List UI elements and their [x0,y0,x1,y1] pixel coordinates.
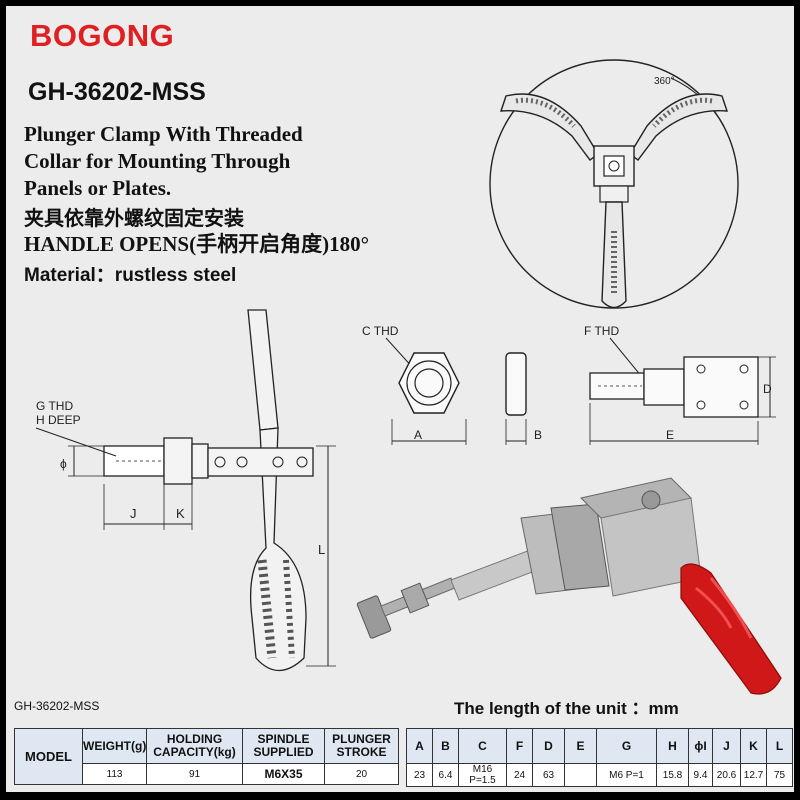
dim-d-label: D [763,382,772,396]
header-cell: C [458,728,507,764]
value-cell: 20 [324,763,399,785]
table-header-row: A B C F D E G H ϕI J K L [406,728,793,764]
value-cell: 91 [146,763,243,785]
value-cell: M16 P=1.5 [458,763,507,787]
table-header-row: MODEL WEIGHT(g) HOLDING CAPACITY(kg) SPI… [14,728,399,785]
header-cell: WEIGHT(g) [82,728,147,764]
value-cell: 75 [766,763,793,787]
header-cell: E [564,728,597,764]
value-cell [564,763,597,787]
value-cell: 20.6 [712,763,741,787]
header-cell: J [712,728,741,764]
header-cell: B [432,728,459,764]
material-text: Material：rustless steel [24,265,237,286]
g-thd-label: G THD [36,399,73,413]
side-view-drawing: G THD H DEEP ϕ J K L [35,309,336,672]
value-cell: 6.4 [432,763,459,787]
model-heading: GH-36202-MSS [28,78,206,106]
dim-l-label: L [318,542,325,557]
red-grip-image [680,563,782,695]
table-value-row: 23 6.4 M16 P=1.5 24 63 M6 P=1 15.8 9.4 2… [406,763,793,787]
handle-arm-left [500,93,599,161]
value-cell: 9.4 [688,763,713,787]
brand-logo: BOGONG [30,18,175,53]
handle-arm-bottom [601,201,627,309]
product-card: BOGONG GH-36202-MSS Plunger Clamp With T… [6,6,794,792]
bolt-image [356,577,456,639]
header-cell: A [406,728,433,764]
rotation-label: 360° [654,76,675,87]
header-cell: L [766,728,793,764]
f-thd-label: F THD [584,324,619,338]
header-cell: K [740,728,767,764]
spec-table-general: MODEL WEIGHT(g) HOLDING CAPACITY(kg) SPI… [14,728,399,785]
header-cell: D [532,728,565,764]
header-cell: PLUNGER STROKE [324,728,399,764]
value-cell: M6X35 [242,763,325,785]
plunger-body-drawing [103,437,314,485]
unit-note: The length of the unit ：mm [454,699,679,718]
value-cell: M6 P=1 [596,763,657,787]
dim-e-label: E [666,428,674,442]
header-cell: HOLDING CAPACITY(kg) [146,728,243,764]
dim-a-label: A [414,428,422,442]
header-cell: SPINDLE SUPPLIED [242,728,325,764]
plunger-image [450,503,610,601]
product-photo [356,477,782,695]
header-cell: G [596,728,657,764]
value-cell: 63 [532,763,565,787]
value-cell: 24 [506,763,533,787]
h-deep-label: H DEEP [36,413,81,427]
value-cell: 15.8 [656,763,689,787]
description-line: Collar for Mounting Through [24,149,291,173]
handle-arm-right [629,93,728,161]
table-value-row: 113 91 M6X35 20 [15,763,399,785]
dim-k-label: K [176,506,185,521]
value-cell: 23 [406,763,433,787]
dim-b-label: B [534,428,542,442]
description-line: Plunger Clamp With Threaded [24,122,303,146]
rotation-diagram: 360° [489,59,739,309]
value-cell: 12.7 [740,763,767,787]
clamp-head-image [580,477,702,597]
phi-label: ϕ [60,457,67,471]
description-chinese: 夹具依靠外螺纹固定安装 [24,208,244,230]
nut-drawing: C THD A B [362,324,542,445]
dim-j-label: J [130,506,137,521]
value-cell: 113 [82,763,147,785]
handle-drawing [247,309,307,672]
model-caption: GH-36202-MSS [14,699,100,713]
c-thd-label: C THD [362,324,399,338]
spec-table-dimensions: A B C F D E G H ϕI J K L 23 6.4 M16 P=1.… [406,728,793,787]
model-label-cell: MODEL [14,728,83,785]
header-cell: H [656,728,689,764]
handle-opens-text: HANDLE OPENS(手柄开启角度)180° [24,232,369,256]
header-cell: ϕI [688,728,713,764]
header-cell: F [506,728,533,764]
description-line: Panels or Plates. [24,176,172,200]
clamp-head-top [593,145,635,203]
top-view-drawing: F THD D E [584,324,776,445]
